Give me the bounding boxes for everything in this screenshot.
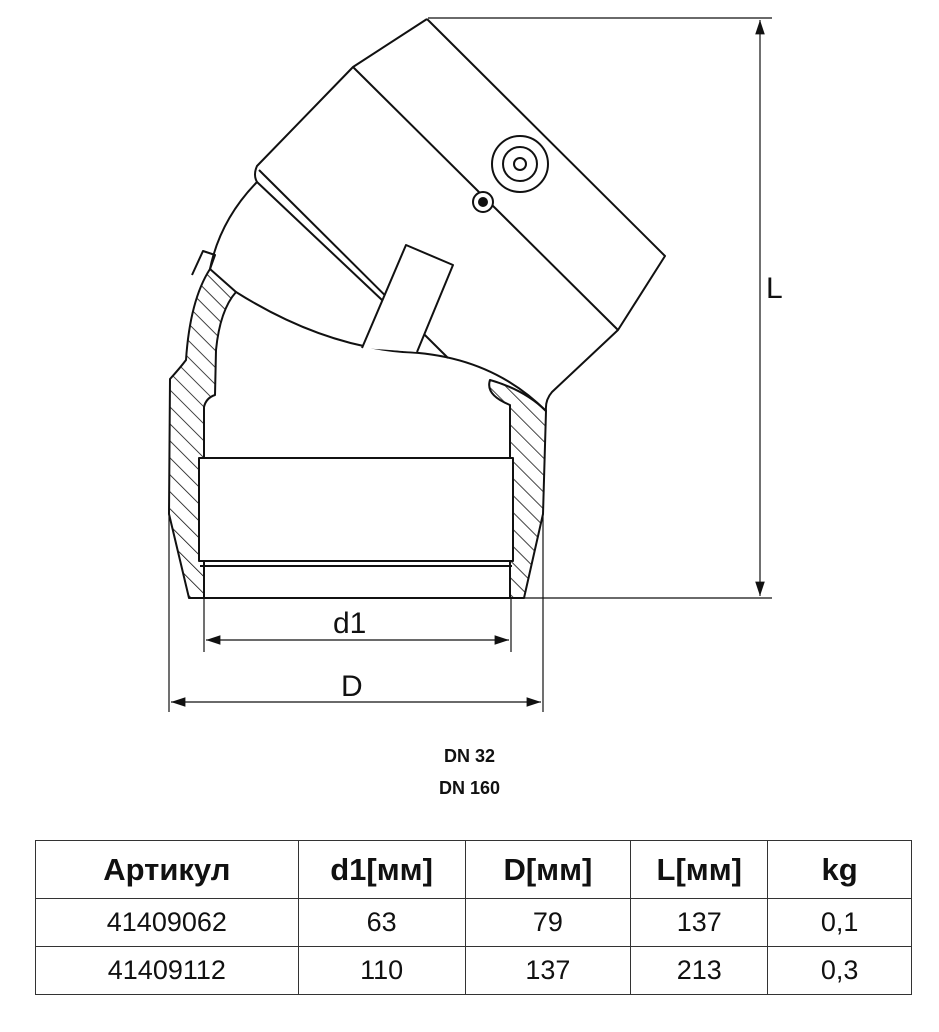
size-max: DN 160 xyxy=(438,778,501,798)
dimension-label-L: L xyxy=(766,272,783,305)
cell-D: 137 xyxy=(464,946,632,995)
header-L: L[мм] xyxy=(630,840,769,899)
cell-kg: 0,3 xyxy=(767,946,912,995)
cell-kg: 0,1 xyxy=(767,898,912,947)
cell-article: 41409112 xyxy=(35,946,299,995)
cell-article: 41409062 xyxy=(35,898,299,947)
spec-table: Артикул d1[мм] D[мм] L[мм] kg 41409062 6… xyxy=(35,840,912,995)
heating-zone xyxy=(198,457,514,562)
insert-bar xyxy=(361,244,454,353)
table-row: 41409112 110 137 213 0,3 xyxy=(35,946,912,995)
cell-d1: 63 xyxy=(297,898,466,947)
header-article: Артикул xyxy=(35,840,299,899)
table-header-row: Артикул d1[мм] D[мм] L[мм] kg xyxy=(35,840,912,899)
size-min: DN 32 xyxy=(443,746,496,766)
upper-body-outline xyxy=(209,18,428,270)
table-row: 41409062 63 79 137 0,1 xyxy=(35,898,912,947)
right-wall-section xyxy=(488,379,547,599)
dimension-label-d1: d1 xyxy=(333,607,367,640)
dimension-lines xyxy=(168,17,772,712)
elbow-fitting-drawing xyxy=(168,17,772,712)
cell-L: 137 xyxy=(630,898,769,947)
cell-d1: 110 xyxy=(297,946,466,995)
header-D: D[мм] xyxy=(464,840,632,899)
cell-L: 213 xyxy=(630,946,769,995)
dimension-label-D: D xyxy=(341,670,363,703)
header-kg: kg xyxy=(767,840,912,899)
terminal-icon xyxy=(491,135,549,193)
header-d1: d1[мм] xyxy=(297,840,466,899)
inner-arc xyxy=(235,291,547,412)
cell-D: 79 xyxy=(464,898,632,947)
tab xyxy=(191,250,216,276)
